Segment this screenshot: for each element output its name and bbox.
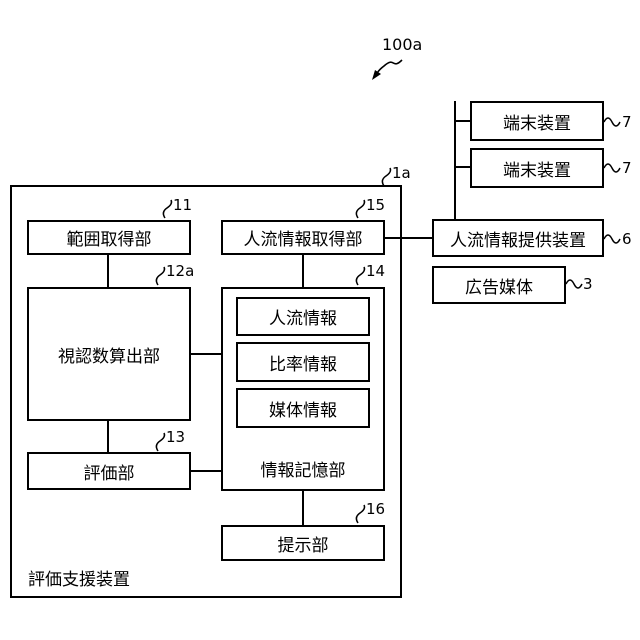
- storage-item-ratio-info: 比率情報: [236, 342, 370, 382]
- ref-leader-11: [163, 200, 171, 218]
- storage-item-flow-info-label: 人流情報: [269, 304, 337, 329]
- ref-leader-15: [356, 200, 364, 218]
- device-ref: 1a: [392, 166, 411, 181]
- ref-leader-16: [356, 505, 364, 523]
- range-acquisition-ref: 11: [173, 198, 192, 213]
- visual-count-ref: 12a: [166, 264, 194, 279]
- flow-acquisition-ref: 15: [366, 198, 385, 213]
- evaluation-unit: 評価部: [27, 452, 191, 490]
- flow-acquisition-unit: 人流情報取得部: [221, 220, 385, 255]
- ref-leader-1a: [382, 168, 390, 186]
- terminal-device-1-label: 端末装置: [503, 109, 571, 134]
- terminal-device-1: 端末装置: [470, 101, 604, 141]
- range-acquisition-unit: 範囲取得部: [27, 220, 191, 255]
- ad-medium-ref: 3: [583, 277, 593, 292]
- storage-item-flow-info: 人流情報: [236, 297, 370, 336]
- terminal-device-2-ref: 7: [622, 161, 632, 176]
- presentation-ref: 16: [366, 502, 385, 517]
- ref-leader-7b: [604, 164, 620, 172]
- storage-item-ratio-info-label: 比率情報: [269, 350, 337, 375]
- flow-info-provider-ref: 6: [622, 232, 632, 247]
- storage-item-media-info-label: 媒体情報: [269, 396, 337, 421]
- presentation-label: 提示部: [278, 531, 329, 556]
- ref-leader-6: [604, 235, 620, 243]
- visual-count-unit: 視認数算出部: [27, 287, 191, 421]
- ad-medium-label: 広告媒体: [465, 273, 533, 298]
- info-storage-label: 情報記憶部: [261, 456, 346, 481]
- terminal-device-1-ref: 7: [622, 115, 632, 130]
- flow-info-provider: 人流情報提供装置: [432, 219, 604, 257]
- figure-pointer-arrowhead: [372, 70, 381, 80]
- storage-item-media-info: 媒体情報: [236, 388, 370, 428]
- evaluation-ref: 13: [166, 430, 185, 445]
- ad-medium: 広告媒体: [432, 266, 566, 304]
- ref-leader-12a: [156, 267, 164, 285]
- evaluation-label: 評価部: [84, 459, 135, 484]
- ref-leader-7a: [604, 118, 620, 126]
- range-acquisition-label: 範囲取得部: [67, 225, 152, 250]
- device-label: 評価支援装置: [28, 572, 130, 589]
- ref-leader-3: [566, 280, 582, 288]
- flow-info-provider-label: 人流情報提供装置: [450, 226, 586, 251]
- figure-label: 100a: [382, 37, 422, 53]
- ref-leader-14: [356, 267, 364, 285]
- visual-count-label: 視認数算出部: [58, 342, 160, 367]
- info-storage-ref: 14: [366, 264, 385, 279]
- terminal-device-2-label: 端末装置: [503, 156, 571, 181]
- terminal-device-2: 端末装置: [470, 148, 604, 188]
- ref-leader-13: [156, 433, 164, 451]
- figure-pointer-arrow: [376, 60, 402, 75]
- flow-acquisition-label: 人流情報取得部: [244, 225, 363, 250]
- presentation-unit: 提示部: [221, 525, 385, 561]
